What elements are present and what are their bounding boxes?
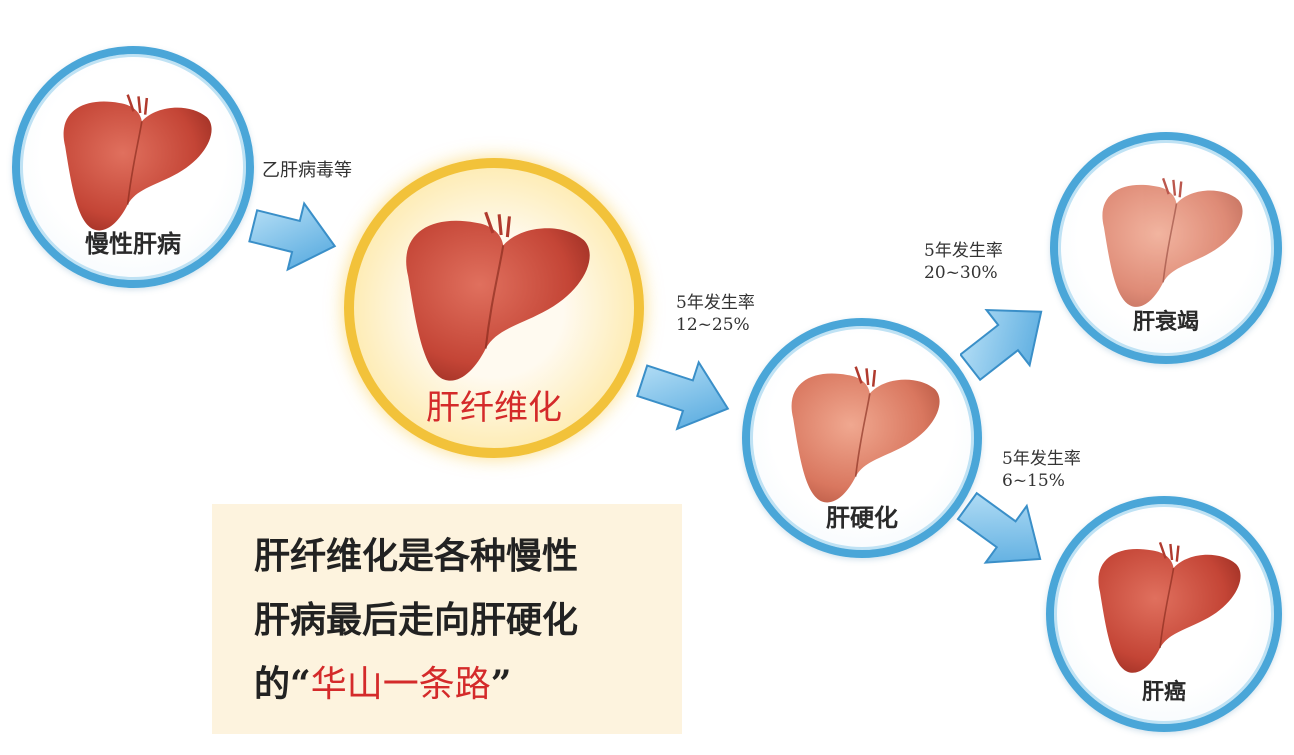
summary-highlight: 华山一条路 bbox=[310, 664, 491, 705]
liver-icon bbox=[62, 93, 213, 232]
stage-failure-label: 肝衰竭 bbox=[1132, 309, 1199, 335]
rate-note-failure-title: 5年发生率 bbox=[924, 241, 1003, 261]
liver-icon bbox=[790, 365, 941, 504]
rate-note-cirrhosis-title: 5年发生率 bbox=[676, 293, 755, 313]
stage-fibrosis-label: 肝纤维化 bbox=[426, 388, 562, 428]
arrow-chronic-to-fibrosis bbox=[248, 201, 337, 272]
rate-note-failure: 5年发生率 20~30% bbox=[924, 240, 1003, 284]
arrow-cirrhosis-to-failure bbox=[960, 308, 1043, 382]
stage-cancer-label: 肝癌 bbox=[1141, 679, 1186, 705]
liver-icon bbox=[1101, 177, 1244, 309]
stage-cirrhosis-label: 肝硬化 bbox=[826, 503, 898, 532]
arrow-cirrhosis-to-cancer bbox=[956, 491, 1042, 564]
arrow-fibrosis-to-cirrhosis bbox=[636, 359, 730, 431]
summary-line-2: 肝病最后走向肝硬化 bbox=[254, 599, 579, 641]
summary-line-3: 的“华山一条路” bbox=[254, 652, 682, 717]
summary-line-3-suffix: ” bbox=[490, 663, 512, 705]
stage-fibrosis-circle: 肝纤维化 bbox=[344, 158, 644, 458]
stage-failure-circle: 肝衰竭 bbox=[1050, 132, 1282, 364]
rate-note-cancer-title: 5年发生率 bbox=[1002, 449, 1081, 469]
rate-note-cirrhosis: 5年发生率 12~25% bbox=[676, 292, 755, 336]
stage-chronic-label: 慢性肝病 bbox=[85, 229, 181, 258]
rate-note-cancer: 5年发生率 6~15% bbox=[1002, 448, 1081, 492]
cause-note: 乙肝病毒等 bbox=[262, 160, 352, 181]
liver-icon bbox=[404, 210, 592, 383]
summary-line-3-prefix: 的“ bbox=[254, 663, 311, 705]
summary-line-1: 肝纤维化是各种慢性 bbox=[254, 535, 579, 577]
stage-chronic-circle: 慢性肝病 bbox=[12, 46, 254, 288]
summary-box: 肝纤维化是各种慢性 肝病最后走向肝硬化 的“华山一条路” bbox=[212, 504, 682, 734]
rate-note-failure-value: 20~30% bbox=[924, 263, 998, 283]
rate-note-cirrhosis-value: 12~25% bbox=[676, 315, 750, 335]
liver-icon bbox=[1097, 541, 1242, 674]
stage-cirrhosis-circle: 肝硬化 bbox=[742, 318, 982, 558]
rate-note-cancer-value: 6~15% bbox=[1002, 471, 1065, 491]
stage-cancer-circle: 肝癌 bbox=[1046, 496, 1282, 732]
